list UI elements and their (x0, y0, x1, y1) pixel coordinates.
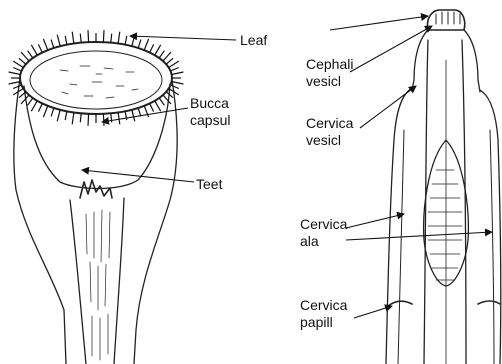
leaf-spike (9, 72, 21, 75)
leaf-spike (163, 95, 171, 104)
leaf-spike (28, 98, 33, 105)
leaf-spike (155, 101, 161, 111)
oesophagus-right-r (462, 40, 466, 364)
leader-leaf (130, 36, 236, 40)
leaf-spike (118, 32, 120, 44)
label-cervical-ala-line2: ala (300, 233, 347, 250)
leaf-spike (88, 30, 89, 42)
leaf-spike (159, 51, 164, 58)
leaf-spike (31, 101, 37, 111)
leaf-spike (103, 114, 104, 126)
leaf-spike (31, 45, 37, 55)
leaf-crown-inner (30, 51, 162, 109)
cephalic-vesicle-shape (427, 10, 464, 30)
buccal-capsule-outline (24, 84, 170, 189)
leaf-spike (144, 39, 148, 50)
leaf-spike (38, 104, 42, 112)
leaf-spike (118, 112, 120, 124)
label-buccal-capsule-line2: capsul (190, 112, 230, 129)
leaf-spike (80, 113, 81, 122)
leaf-spike (65, 111, 67, 120)
leaf-spike (172, 82, 184, 85)
cervical-ala-right (490, 130, 494, 364)
leader-buccal-capsule (102, 108, 188, 122)
cephalic-vesicle-ridges (436, 12, 460, 24)
bulb-hatching (428, 170, 462, 280)
leaf-crown-fringe (9, 30, 184, 126)
leaf-spike (57, 110, 60, 122)
leaf-spike (51, 40, 54, 49)
leaf-spike (172, 72, 184, 75)
label-leaf: Leaf (240, 32, 267, 49)
label-cephalic-vesicle-line2: vesicl (306, 73, 353, 90)
leaf-spike (150, 44, 154, 52)
body-outline-left (14, 78, 66, 364)
label-cervical-papilla: Cervica papill (300, 297, 347, 331)
label-buccal-capsule: Bucca capsul (190, 95, 230, 129)
leaf-spike (65, 36, 67, 45)
label-teeth: Teet (196, 176, 222, 193)
leaf-spike (43, 106, 47, 117)
leaf-spike (72, 32, 74, 44)
leader-cervical-ala-right (346, 232, 492, 240)
leaf-spike (72, 112, 74, 124)
right-figure (386, 10, 501, 364)
label-cephalic-vesicle: Cephali vesicl (306, 56, 353, 90)
label-cervical-papilla-line2: papill (300, 314, 347, 331)
neck-right (464, 30, 480, 92)
leaf-spike (21, 52, 29, 61)
cervical-ala-left (398, 130, 404, 364)
leaf-spike (155, 45, 161, 55)
leaf-spike (171, 68, 179, 72)
label-cervical-papilla-line1: Cervica (300, 297, 347, 314)
leaf-spike (159, 98, 164, 105)
neck-left (412, 30, 428, 90)
leaf-spike (80, 34, 81, 43)
label-cervical-vesicle-line1: Cervica (306, 115, 353, 132)
label-cephalic-vesicle-line1: Cephali (306, 56, 353, 73)
mouth-stipple (60, 66, 138, 98)
leader-cervical-ala-left (346, 214, 404, 228)
leader-lines (82, 16, 492, 318)
leader-cephalic-vesicle (350, 26, 432, 72)
leaf-spike (51, 108, 54, 117)
cervical-papilla-right (478, 301, 500, 304)
leaf-spike (166, 58, 173, 64)
leader-cervical-papilla (354, 306, 392, 318)
label-cervical-vesicle-line2: vesicl (306, 132, 353, 149)
leaf-spike (125, 111, 127, 120)
label-cervical-ala-line1: Cervica (300, 216, 347, 233)
oesophagus-right (114, 198, 124, 364)
leaf-spike (57, 35, 60, 47)
oesophagus-left (70, 200, 86, 364)
leaf-spike (138, 40, 141, 49)
leaf-spike (103, 30, 104, 42)
leaf-spike (125, 36, 127, 45)
leaf-spike (28, 51, 33, 58)
leaf-spike (169, 61, 179, 67)
left-figure (14, 42, 177, 364)
label-cervical-ala: Cervica ala (300, 216, 347, 250)
leaf-spike (111, 34, 112, 43)
leaf-spike (19, 58, 26, 64)
oesophagus-hatching (86, 210, 110, 360)
leaf-spike (13, 85, 21, 89)
leaf-crown-rim (20, 42, 172, 114)
leaf-spike (43, 39, 47, 50)
leader-cervical-vesicle (360, 86, 416, 128)
label-buccal-capsule-line1: Bucca (190, 95, 230, 112)
leaf-spike (38, 44, 42, 52)
label-cervical-vesicle: Cervica vesicl (306, 115, 353, 149)
leaf-spike (150, 104, 154, 112)
leaf-spike (171, 85, 179, 89)
leader-cephalic-top (330, 16, 428, 30)
leaf-spike (163, 52, 171, 61)
body-outline-right (134, 80, 177, 364)
leaf-spike (13, 61, 23, 67)
leaf-spike (88, 114, 89, 126)
leaf-spike (13, 68, 21, 72)
leaf-spike (132, 110, 135, 122)
